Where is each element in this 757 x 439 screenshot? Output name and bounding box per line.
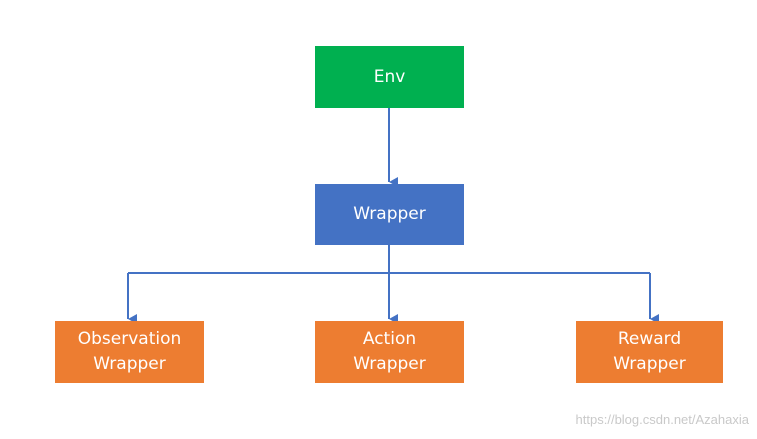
- observation-wrapper-label-line-2: Wrapper: [93, 354, 166, 374]
- connectors: [127, 108, 659, 324]
- watermark-url: https://blog.csdn.net/Azahaxia: [575, 412, 749, 427]
- wrapper-node-label: Wrapper: [353, 204, 426, 224]
- action-wrapper-label-line-2: Wrapper: [353, 354, 426, 374]
- reward-wrapper-label-line-2: Wrapper: [613, 354, 686, 374]
- reward-wrapper-node: Reward Wrapper: [576, 321, 723, 383]
- action-wrapper-label-line-1: Action: [362, 329, 417, 349]
- action-wrapper-node: Action Wrapper: [315, 321, 464, 383]
- env-node: Env: [315, 46, 464, 108]
- observation-wrapper-label-line-1: Observation: [77, 329, 182, 349]
- env-node-label: Env: [373, 66, 406, 87]
- wrapper-node: Wrapper: [315, 184, 464, 245]
- observation-wrapper-node: Observation Wrapper: [55, 321, 204, 383]
- reward-wrapper-label-line-1: Reward: [617, 329, 682, 349]
